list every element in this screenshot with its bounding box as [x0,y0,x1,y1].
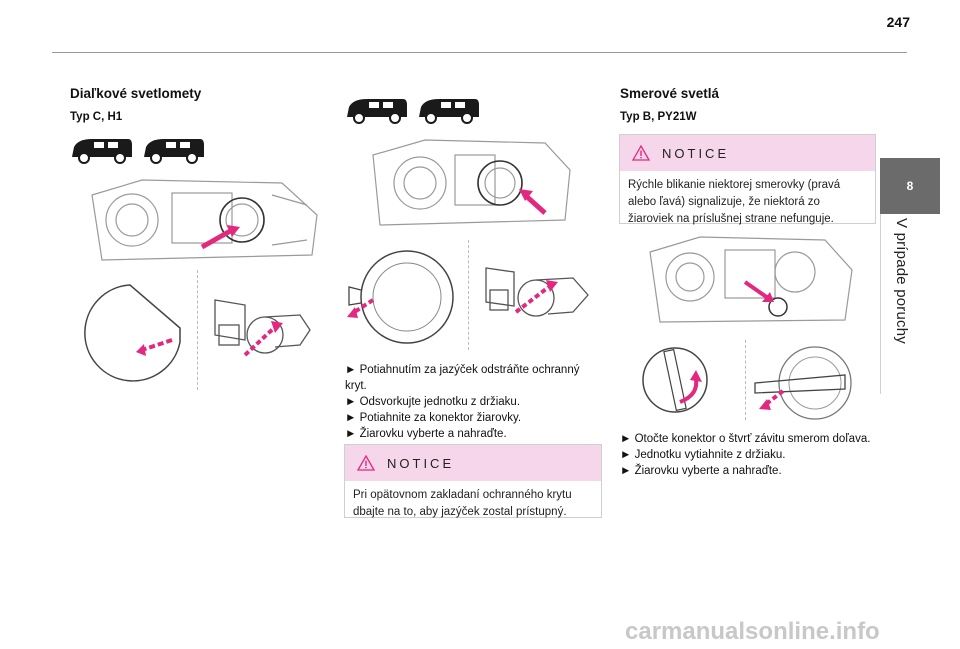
van-icon [72,139,132,164]
headlamp-illustration [372,139,571,226]
header-divider [52,52,907,53]
chapter-number-tab[interactable]: 8 [880,158,940,214]
warning-triangle-icon [356,454,376,471]
chapter-tab-strip [880,214,941,394]
headlamp-illustration [91,179,318,261]
chapter-title: V prípade poruchy [893,218,910,344]
illustration-divider [468,240,469,350]
notice-title: NOTICE [387,455,455,471]
van-icon [347,99,407,124]
unclip-arrow-icon [514,284,552,314]
van-icon [419,99,479,124]
page-number: 247 [886,14,910,30]
instruction-step: ► Potiahnutím za jazýček odstráňte ochra… [345,364,580,392]
notice-box: NOTICE Pri opätovnom zakladaní ochrannéh… [344,444,602,518]
unclip-arrow-icon [243,325,277,357]
pull-arrow-icon [351,298,375,315]
notice-title: NOTICE [662,145,730,161]
instruction-step: ► Odsvorkujte jednotku z držiaku. [345,396,521,408]
instruction-step: ► Jednotku vytiahnite z držiaku. [620,449,786,461]
notice-box: NOTICE Rýchle blikanie niektorej smerovk… [619,134,876,225]
pull-arrow-icon [141,338,173,352]
section-subheading-type: Typ B, PY21W [620,111,697,123]
bulb-unit-illustration [214,299,311,357]
instructions-high-beam: ► Potiahnutím za jazýček odstráňte ochra… [345,362,597,442]
illustration-divider [197,270,198,390]
protective-cover-illustration [347,250,454,344]
notice-text: Pri opätovnom zakladaní ochranného krytu… [353,489,572,518]
signal-unit-illustration [754,346,852,420]
notice-header: NOTICE [620,135,875,171]
section-heading-high-beam: Diaľkové svetlomety [70,86,202,101]
warning-triangle-icon [631,144,651,161]
vehicle-icons [72,139,204,164]
removal-arrow-icon [743,280,770,300]
protective-cover-illustration [84,284,181,382]
instructions-turn-signals: ► Otočte konektor o štvrť závitu smerom … [620,431,875,479]
watermark: carmanualsonline.info [625,618,880,645]
removal-arrow-icon [523,193,547,215]
van-icon [144,139,204,164]
instruction-step: ► Potiahnite za konektor žiarovky. [345,412,522,424]
illustration-divider [745,340,746,420]
connector-illustration [642,347,708,413]
section-heading-turn-signals: Smerové svetlá [620,86,720,101]
removal-arrow-icon [200,227,234,250]
notice-text: Rýchle blikanie niektorej smerovky (prav… [628,179,841,225]
instruction-step: ► Žiarovku vyberte a nahraďte. [620,465,782,477]
rotate-arrow-icon [679,379,699,404]
vehicle-icons [347,99,479,124]
section-subheading-type: Typ C, H1 [70,111,123,123]
notice-header: NOTICE [345,445,601,481]
bulb-unit-illustration [485,267,589,317]
instruction-step: ► Otočte konektor o štvrť závitu smerom … [620,433,871,445]
headlamp-illustration [649,236,853,323]
instruction-step: ► Žiarovku vyberte a nahraďte. [345,428,507,440]
